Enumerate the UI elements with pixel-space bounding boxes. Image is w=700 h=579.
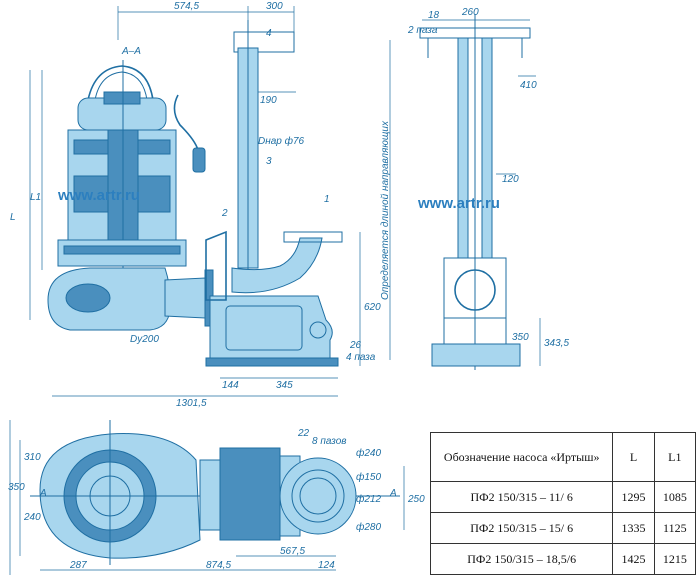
cell-L1: 1125 — [653, 512, 697, 544]
plan-view — [30, 420, 400, 565]
dim-22: 22 — [297, 428, 310, 439]
cell-L1: 1215 — [653, 543, 697, 575]
dim-dn76: Dнар ф76 — [258, 135, 305, 147]
header-L: L — [612, 432, 655, 482]
table-row: ПФ2 150/315 – 11/ 6 1295 1085 — [429, 481, 697, 513]
mark-a-left: А — [39, 488, 47, 499]
cell-model: ПФ2 150/315 – 11/ 6 — [429, 481, 614, 513]
cell-L: 1335 — [612, 512, 655, 544]
dim-345: 345 — [276, 380, 293, 391]
dim-620: 620 — [364, 302, 381, 313]
dim-190: 190 — [260, 95, 277, 106]
callout-1: 1 — [324, 194, 330, 205]
cell-L: 1295 — [612, 481, 655, 513]
watermarks: www.artr.ru www.artr.ru — [57, 187, 500, 212]
dim-212: ф212 — [356, 493, 381, 505]
dim-260: 260 — [461, 7, 479, 18]
dim-280: ф280 — [356, 521, 381, 533]
section-label: A–A — [121, 46, 141, 57]
dim-240-plan: 240 — [23, 512, 41, 523]
dim-2-slots: 2 пазa — [407, 25, 438, 36]
dim-410: 410 — [520, 80, 537, 91]
callout-2: 2 — [221, 208, 228, 219]
table-row: ПФ2 150/315 – 15/ 6 1335 1125 — [429, 512, 697, 544]
cell-model: ПФ2 150/315 – 15/ 6 — [429, 512, 614, 544]
table-row: ПФ2 150/315 – 18,5/6 1425 1215 — [429, 543, 697, 575]
dim-dy200: Dy200 — [130, 334, 159, 345]
dim-L1: L1 — [30, 192, 41, 203]
dim-287: 287 — [69, 560, 87, 571]
dim-350-side: 350 — [512, 332, 529, 343]
dimension-labels: 574,5 300 18 260 2 пазa A–A L L1 190 Dна… — [8, 1, 569, 571]
dim-8-slots: 8 пазов — [312, 436, 347, 447]
dim-1301-5: 1301,5 — [176, 398, 207, 409]
callout-3: 3 — [266, 156, 272, 167]
cell-model: ПФ2 150/315 – 18,5/6 — [429, 543, 614, 575]
dim-144: 144 — [222, 380, 239, 391]
table-header-row: Обозначение насоса «Иртыш» L L1 — [429, 432, 697, 482]
header-L1: L1 — [653, 432, 697, 482]
watermark-left: www.artr.ru — [57, 187, 140, 204]
dim-574-5: 574,5 — [174, 1, 199, 12]
header-designation: Обозначение насоса «Иртыш» — [429, 432, 614, 482]
pump-spec-table: Обозначение насоса «Иртыш» L L1 ПФ2 150/… — [429, 432, 697, 575]
dim-4-slots: 4 паза — [346, 352, 376, 363]
cell-L1: 1085 — [653, 481, 697, 513]
dim-150: ф150 — [356, 471, 381, 483]
vertical-note: Определяется длиной направляющих — [380, 120, 391, 300]
callout-4: 4 — [266, 28, 272, 39]
dim-567-5: 567,5 — [280, 546, 305, 557]
dim-26: 26 — [349, 340, 362, 351]
dim-310: 310 — [24, 452, 41, 463]
dim-350-plan: 350 — [8, 482, 25, 493]
mark-a-right: А — [389, 488, 397, 499]
dim-240-round: ф240 — [356, 447, 381, 459]
watermark-right: www.artr.ru — [417, 195, 500, 212]
dim-124: 124 — [318, 560, 335, 571]
dim-120: 120 — [502, 174, 519, 185]
dim-874-5: 874,5 — [206, 560, 231, 571]
dim-343-5: 343,5 — [544, 338, 569, 349]
dimension-lines — [9, 6, 541, 575]
guide-and-base-front-view — [205, 20, 343, 367]
dim-18: 18 — [428, 10, 440, 21]
pump-front-view — [47, 60, 214, 331]
side-view — [419, 14, 531, 370]
cell-L: 1425 — [612, 543, 655, 575]
dim-300: 300 — [266, 1, 283, 12]
dim-250: 250 — [407, 494, 425, 505]
dim-L: L — [10, 212, 16, 223]
